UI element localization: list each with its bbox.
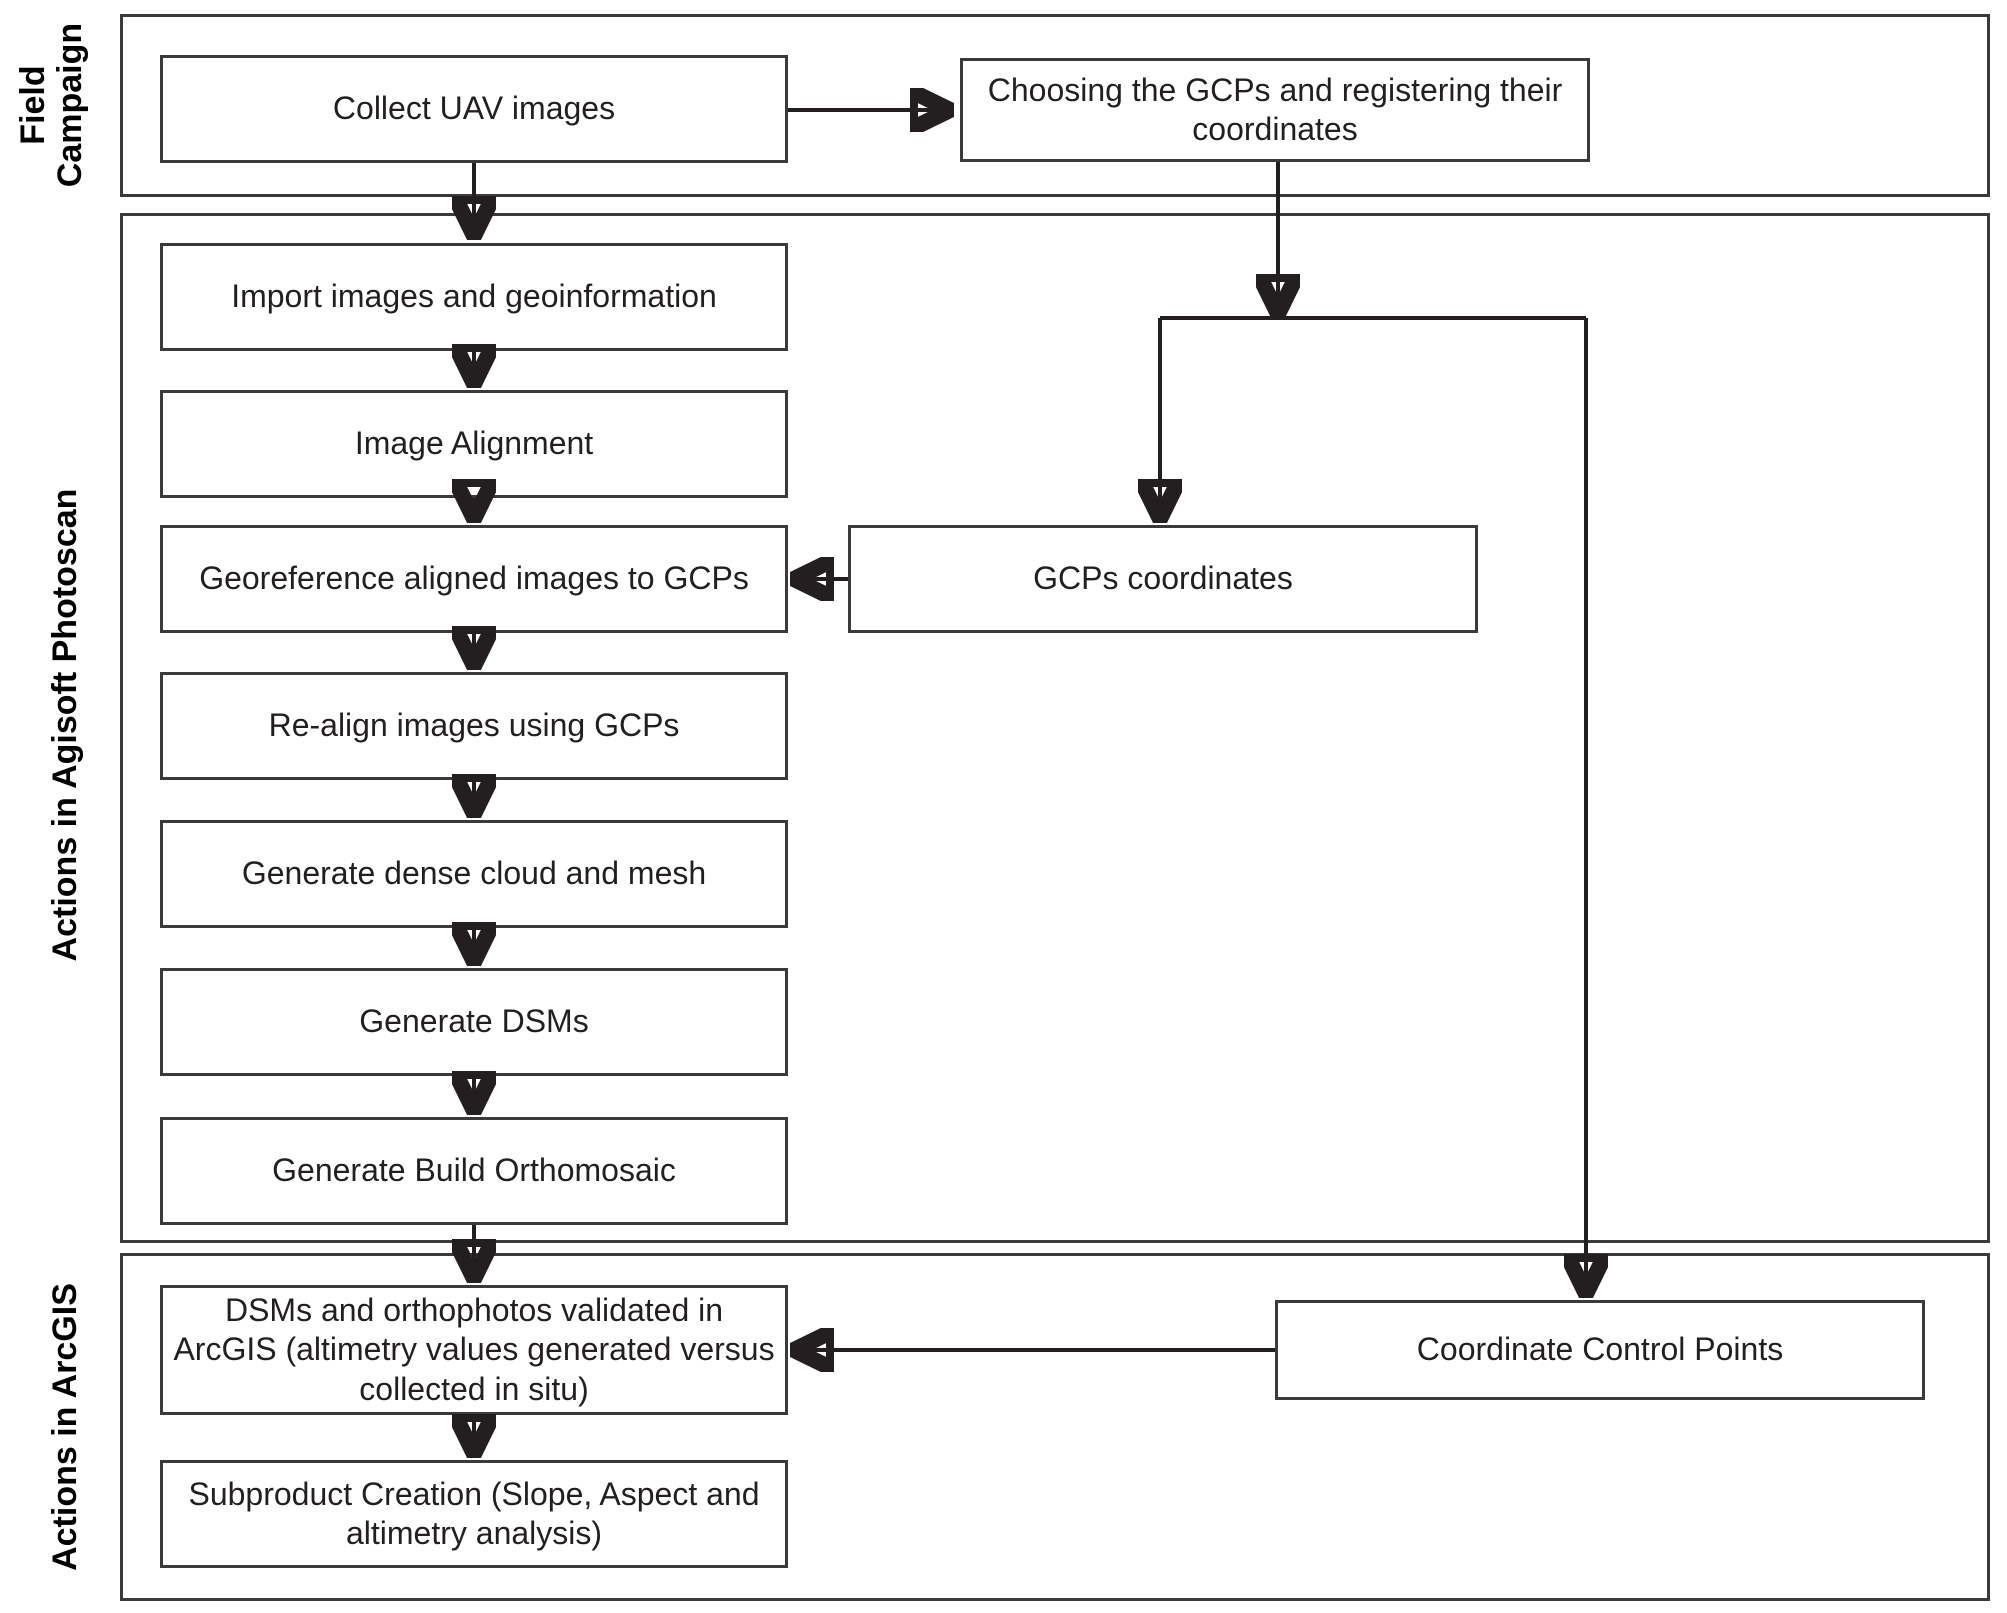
node-choosing-gcps[interactable]: Choosing the GCPs and registering their … (960, 58, 1590, 162)
lane-label-agisoft-photoscan: Actions in Agisoft Photoscan (45, 488, 84, 962)
node-coordinate-control-points[interactable]: Coordinate Control Points (1275, 1300, 1925, 1400)
lane-frame-agisoft-photoscan (120, 213, 1990, 1243)
node-collect-uav-images[interactable]: Collect UAV images (160, 55, 788, 163)
lane-frame-arcgis (120, 1253, 1990, 1601)
node-generate-dsms[interactable]: Generate DSMs (160, 968, 788, 1076)
lane-label-field-campaign: Field Campaign (14, 22, 89, 188)
node-dsms-orthophotos-validated[interactable]: DSMs and orthophotos validated in ArcGIS… (160, 1285, 788, 1415)
node-re-align-images-using-gcps[interactable]: Re-align images using GCPs (160, 672, 788, 780)
node-subproduct-creation[interactable]: Subproduct Creation (Slope, Aspect and a… (160, 1460, 788, 1568)
node-gcps-coordinates[interactable]: GCPs coordinates (848, 525, 1478, 633)
node-generate-build-orthomosaic[interactable]: Generate Build Orthomosaic (160, 1117, 788, 1225)
node-georeference-aligned-images[interactable]: Georeference aligned images to GCPs (160, 525, 788, 633)
lane-label-arcgis: Actions in ArcGIS (45, 1283, 84, 1571)
node-generate-dense-cloud-and-mesh[interactable]: Generate dense cloud and mesh (160, 820, 788, 928)
node-import-images-and-geoinformation[interactable]: Import images and geoinformation (160, 243, 788, 351)
node-image-alignment[interactable]: Image Alignment (160, 390, 788, 498)
lane-frame-field-campaign (120, 14, 1990, 197)
